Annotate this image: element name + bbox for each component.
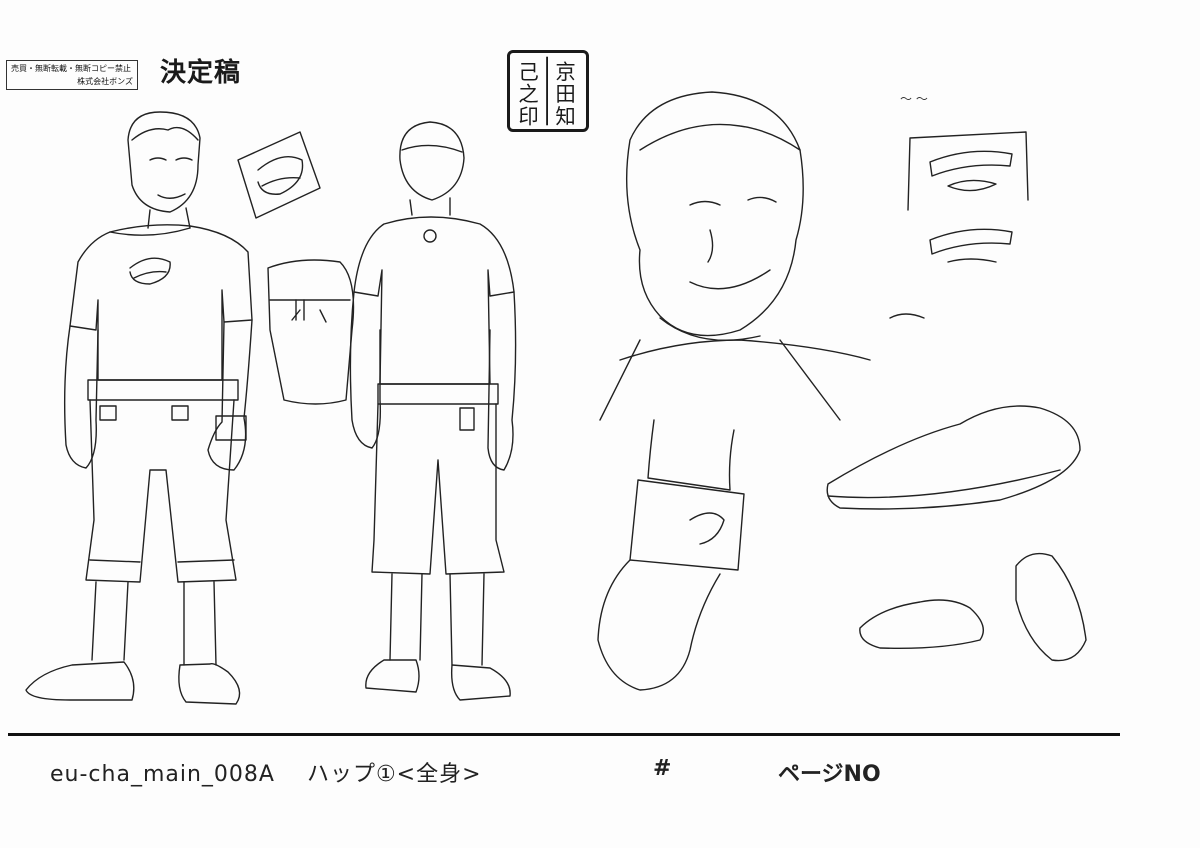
shoe-sketches bbox=[826, 405, 1087, 662]
final-draft-stamp: 決定稿 bbox=[160, 58, 242, 88]
svg-text:之: 之 bbox=[518, 82, 538, 106]
backpack-drawing bbox=[267, 259, 355, 405]
svg-text:京: 京 bbox=[555, 60, 575, 84]
eye-detail-sketches bbox=[889, 131, 1029, 319]
notice-line-1: 売買・無断転載・無断コピー禁止 bbox=[11, 64, 131, 73]
copyright-notice: 売買・無断転載・無断コピー禁止 株式会社ボンズ bbox=[6, 60, 138, 90]
wristband-closeup bbox=[597, 419, 745, 691]
footer-rule bbox=[8, 733, 1120, 736]
artist-seal: 京 田 知 己 之 印 bbox=[507, 50, 589, 132]
seal-graphic: 京 田 知 己 之 印 bbox=[518, 56, 576, 128]
scene-number-label: # bbox=[653, 756, 672, 781]
front-view-figure bbox=[25, 111, 253, 705]
page-number-label: ページNO bbox=[778, 762, 881, 787]
back-view-figure bbox=[349, 121, 517, 701]
svg-text:田: 田 bbox=[555, 82, 575, 106]
character-artwork bbox=[25, 91, 1087, 705]
svg-text:知: 知 bbox=[555, 104, 575, 128]
svg-text:己: 己 bbox=[518, 60, 538, 84]
svg-text:印: 印 bbox=[518, 104, 538, 128]
sheet-code: eu-cha_main_008A bbox=[50, 762, 275, 787]
handwritten-note-eyes: 〜 〜 bbox=[900, 92, 928, 106]
footer-caption: eu-cha_main_008A ハップ①<全身> bbox=[50, 756, 482, 788]
notice-line-2: 株式会社ボンズ bbox=[77, 77, 133, 86]
sheet-title: ハップ①<全身> bbox=[306, 762, 482, 787]
logo-card bbox=[237, 131, 321, 219]
face-closeup bbox=[599, 91, 871, 421]
